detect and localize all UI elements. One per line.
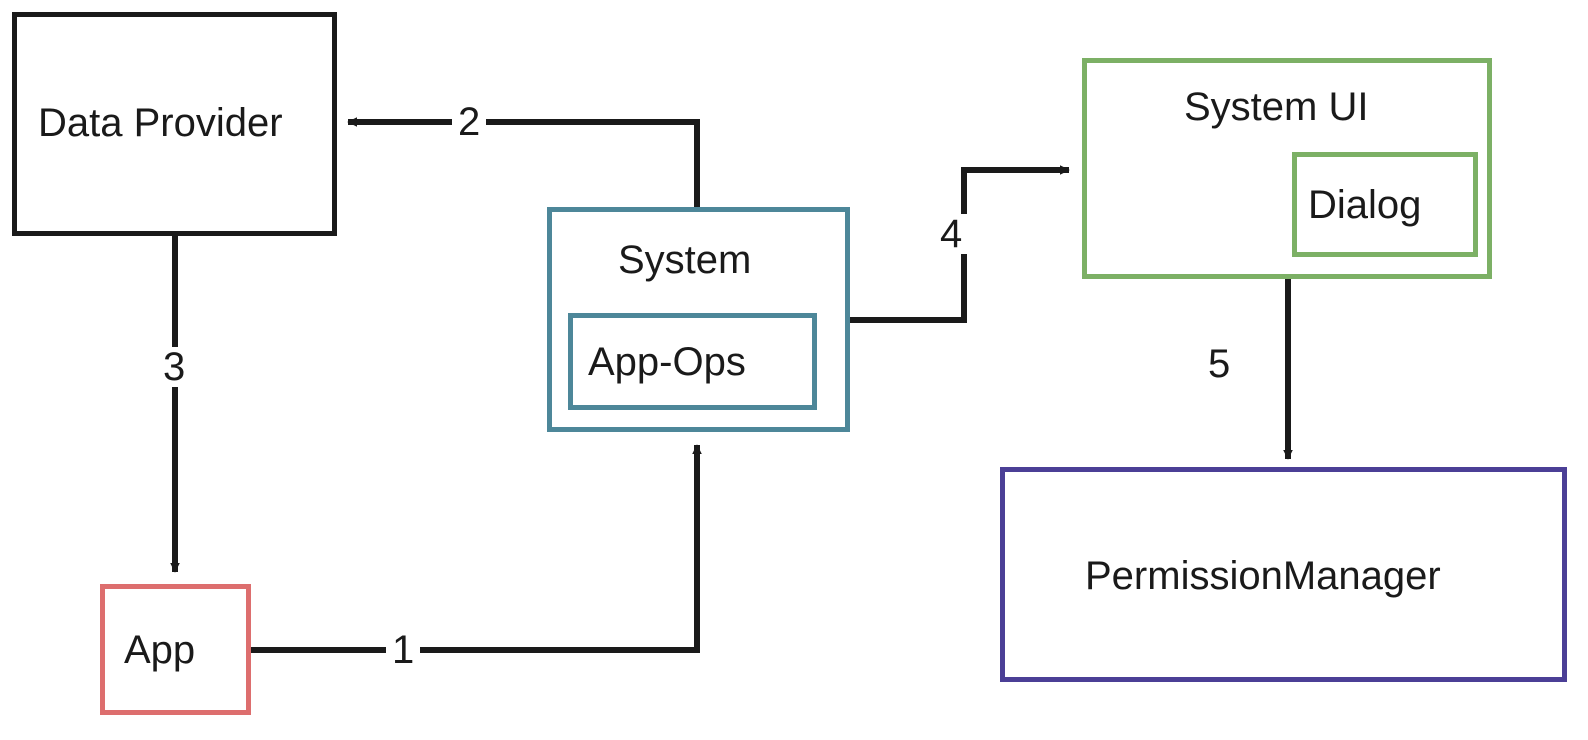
node-app-label: App [124,628,196,672]
node-permission-manager[interactable] [1000,467,1567,682]
node-dialog-label: Dialog [1308,183,1422,227]
edge-label-2: 2 [452,102,487,142]
node-app[interactable] [100,584,251,715]
connector-1 [251,444,702,653]
node-system-label: System [618,238,752,282]
node-app-ops[interactable] [568,313,817,410]
node-data-provider-label: Data Provider [38,101,283,145]
node-data-provider[interactable] [12,12,337,236]
edge-label-5: 5 [1202,344,1237,384]
edge-label-1: 1 [386,630,421,670]
edge-label-4: 4 [934,214,969,254]
connector-2 [347,117,700,207]
node-system-ui-label: System UI [1184,85,1369,129]
node-app-ops-label: App-Ops [588,340,746,384]
node-permission-manager-label: PermissionManager [1085,554,1441,598]
node-dialog[interactable] [1292,152,1478,257]
edge-label-3: 3 [157,347,192,387]
